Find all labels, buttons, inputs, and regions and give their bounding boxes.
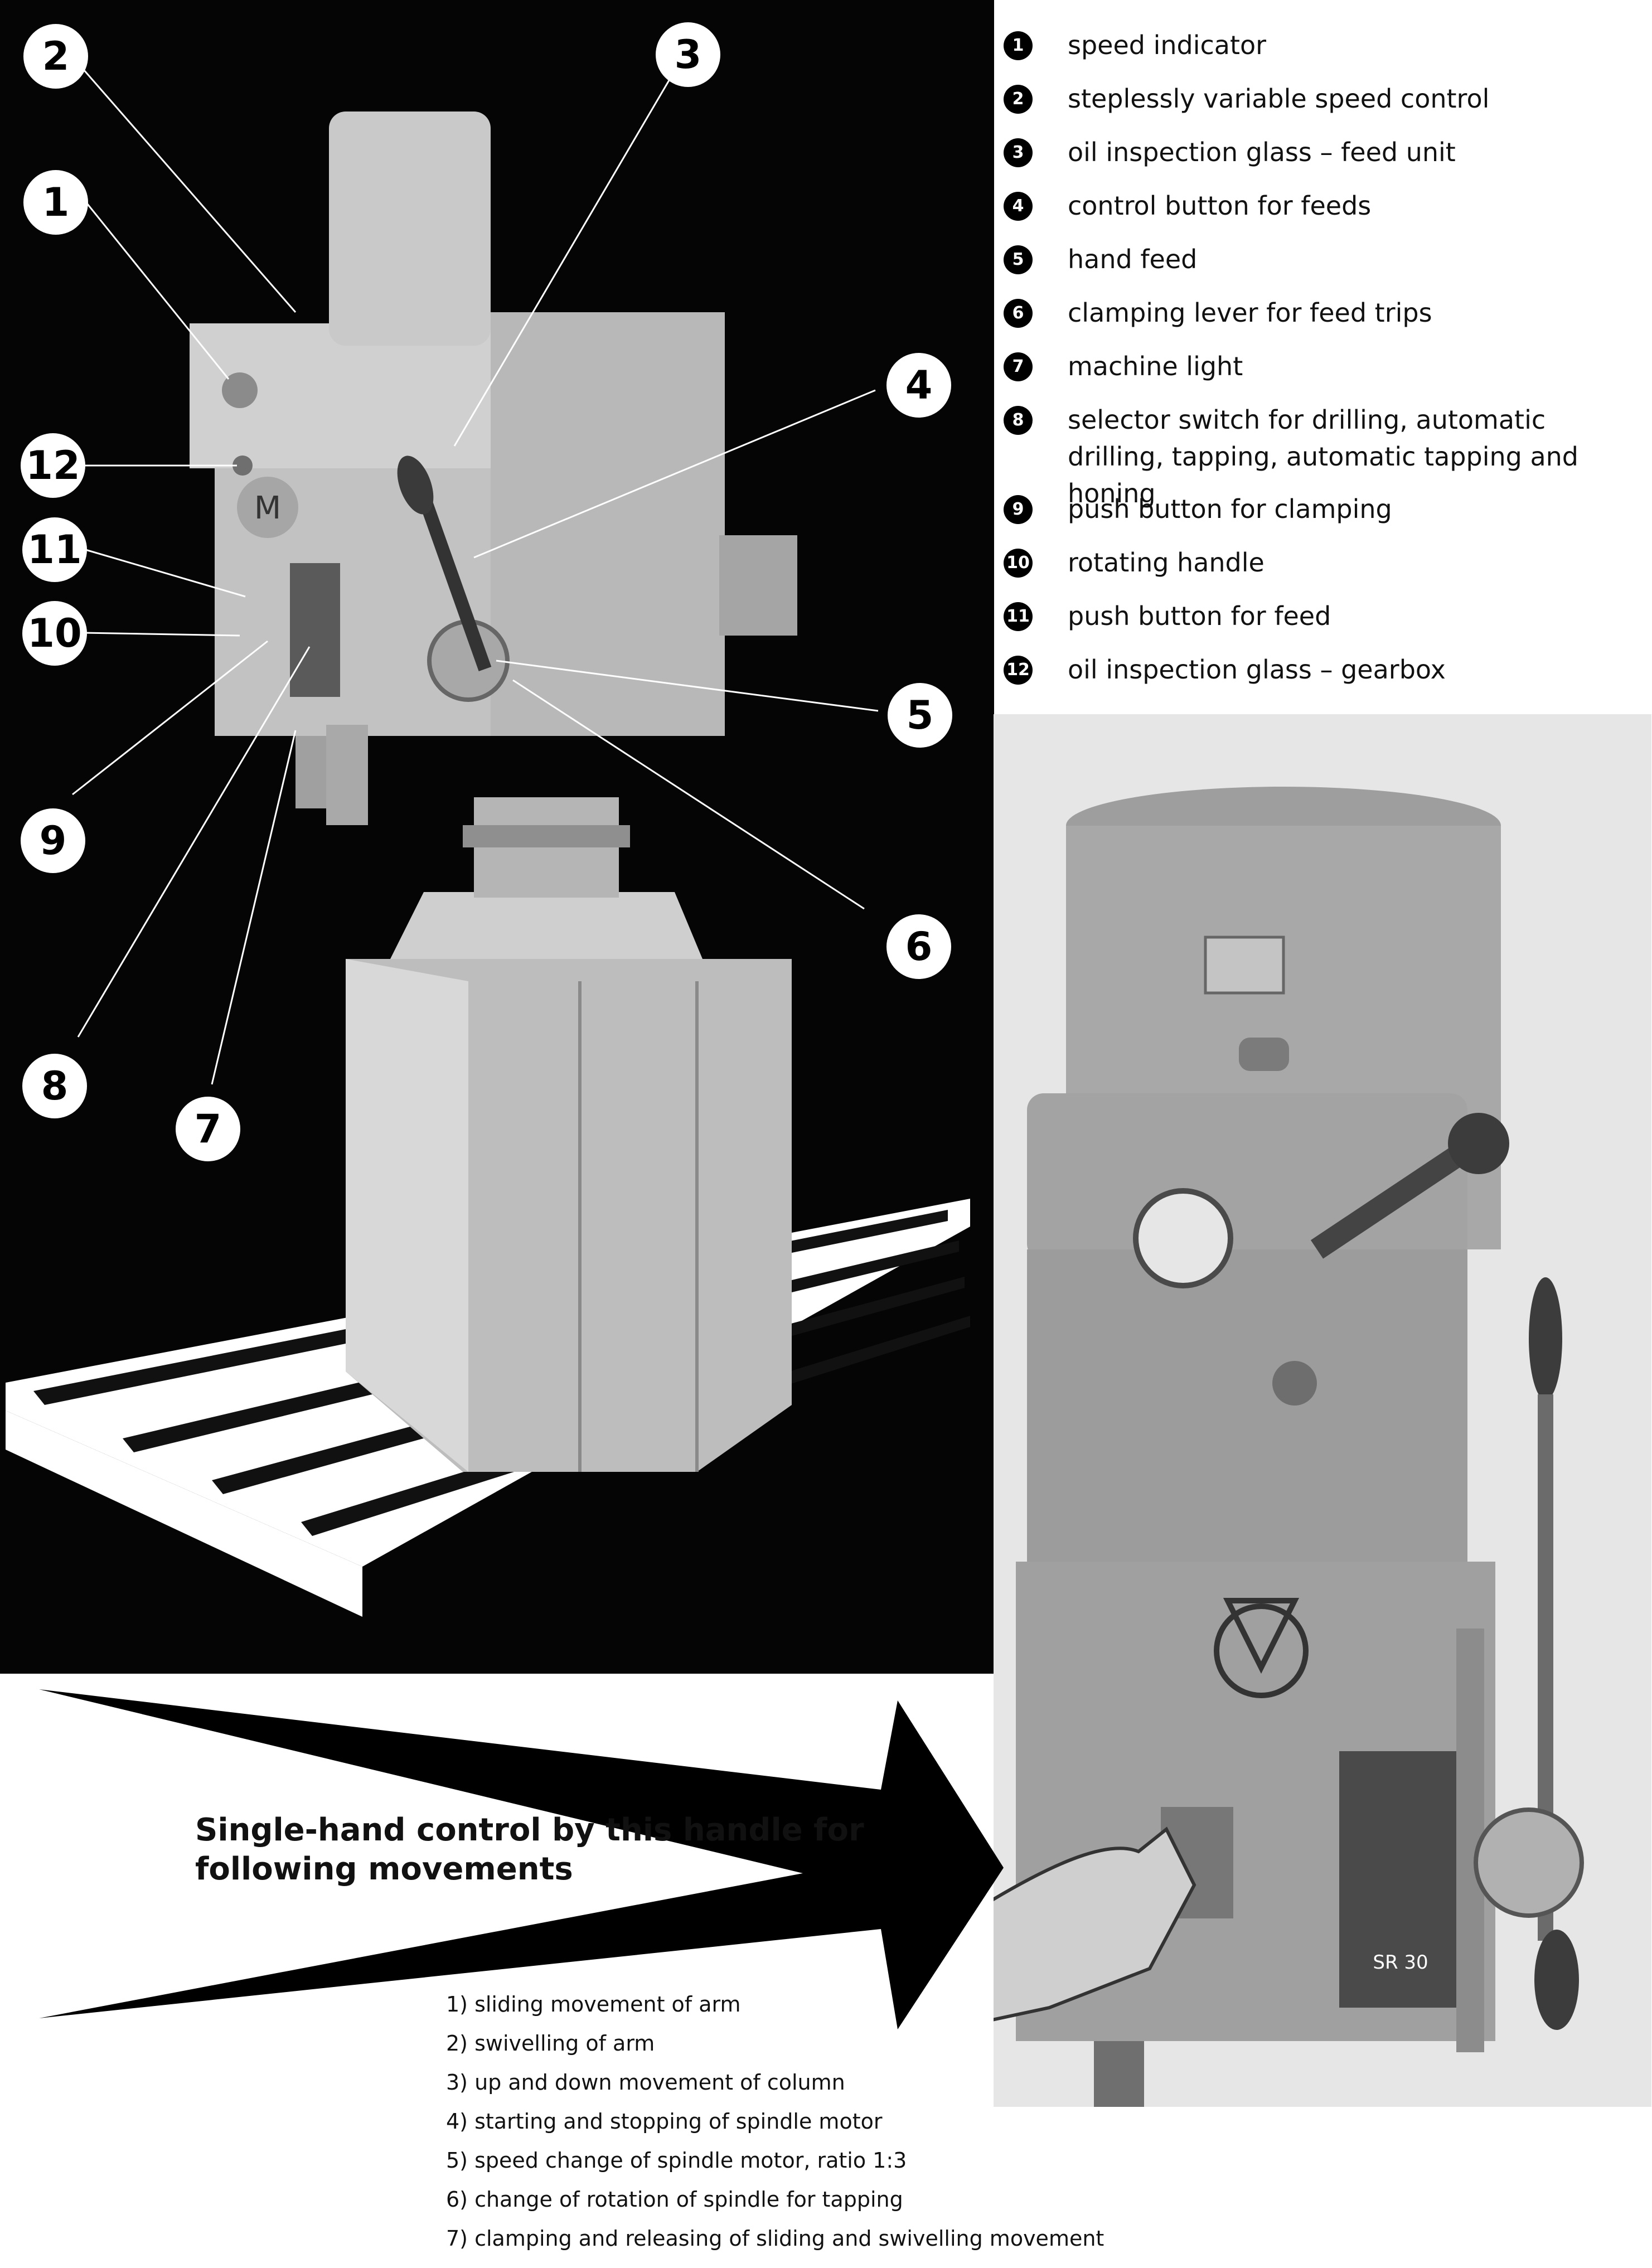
callout-11: 11 bbox=[22, 517, 87, 582]
callout-7: 7 bbox=[176, 1097, 240, 1161]
legend-item-12: 12 oil inspection glass – gearbox bbox=[1004, 651, 1645, 705]
movement-item: 6) change of rotation of spindle for tap… bbox=[446, 2187, 903, 2212]
legend-label: steplessly variable speed control bbox=[1068, 84, 1490, 114]
callout-8: 8 bbox=[22, 1054, 87, 1118]
legend-item-10: 10 rotating handle bbox=[1004, 544, 1645, 598]
movement-item: 1) sliding movement of arm bbox=[446, 1992, 741, 2017]
legend-label: push button for feed bbox=[1068, 601, 1331, 631]
legend-item-2: 2 steplessly variable speed control bbox=[1004, 80, 1645, 134]
left-machine-photo: M bbox=[0, 0, 994, 1674]
callout-5: 5 bbox=[888, 683, 952, 748]
legend-item-6: 6 clamping lever for feed trips bbox=[1004, 294, 1645, 348]
callout-2: 2 bbox=[23, 24, 88, 89]
callout-9: 9 bbox=[21, 808, 85, 873]
left-logo-mark: M bbox=[254, 490, 281, 526]
callout-10: 10 bbox=[22, 601, 87, 666]
legend-item-1: 1 speed indicator bbox=[1004, 27, 1645, 80]
callout-6: 6 bbox=[886, 914, 951, 979]
legend-label: speed indicator bbox=[1068, 30, 1267, 60]
radial-drill-illustration: M bbox=[6, 61, 970, 1617]
legend-number: 3 bbox=[1004, 138, 1033, 167]
legend-label: push button for clamping bbox=[1068, 494, 1392, 524]
right-closeup-photo: SR 30 bbox=[994, 714, 1651, 2107]
legend-number: 7 bbox=[1004, 352, 1033, 381]
legend-number: 10 bbox=[1004, 549, 1033, 578]
legend-item-8: 8 selector switch for drilling, automati… bbox=[1004, 401, 1645, 508]
movements-list: 1) sliding movement of arm 2) swivelling… bbox=[446, 1985, 1227, 2258]
movement-item: 5) speed change of spindle motor, ratio … bbox=[446, 2148, 907, 2173]
callout-3: 3 bbox=[656, 22, 720, 87]
legend-number: 6 bbox=[1004, 299, 1033, 328]
drill-head: M bbox=[190, 112, 797, 825]
legend-label: selector switch for drilling, automatic … bbox=[1068, 405, 1579, 508]
legend-number: 1 bbox=[1004, 31, 1033, 60]
movement-item: 3) up and down movement of column bbox=[446, 2070, 845, 2095]
legend-item-3: 3 oil inspection glass – feed unit bbox=[1004, 134, 1645, 187]
legend-number: 12 bbox=[1004, 656, 1033, 685]
plate-model-text: SR 30 bbox=[1373, 1951, 1428, 1974]
legend-label: machine light bbox=[1068, 351, 1243, 381]
legend-number: 9 bbox=[1004, 495, 1033, 524]
column-base bbox=[346, 797, 792, 1472]
callout-legend: 1 speed indicator 2 steplessly variable … bbox=[1004, 27, 1645, 705]
leader-lines bbox=[72, 61, 879, 1085]
legend-label: oil inspection glass – gearbox bbox=[1068, 655, 1446, 685]
callout-4: 4 bbox=[886, 353, 951, 418]
legend-number: 5 bbox=[1004, 245, 1033, 274]
callout-1: 1 bbox=[23, 170, 88, 235]
callout-12: 12 bbox=[21, 433, 85, 498]
single-hand-heading: Single-hand control by this handle for f… bbox=[195, 1812, 864, 1887]
legend-number: 11 bbox=[1004, 602, 1033, 631]
legend-item-5: 5 hand feed bbox=[1004, 241, 1645, 294]
legend-label: clamping lever for feed trips bbox=[1068, 298, 1432, 328]
movement-item: 4) starting and stopping of spindle moto… bbox=[446, 2109, 883, 2134]
legend-item-4: 4 control button for feeds bbox=[1004, 187, 1645, 241]
legend-label: hand feed bbox=[1068, 244, 1198, 274]
legend-label: oil inspection glass – feed unit bbox=[1068, 137, 1456, 167]
legend-label: control button for feeds bbox=[1068, 191, 1372, 221]
legend-item-7: 7 machine light bbox=[1004, 348, 1645, 401]
legend-item-11: 11 push button for feed bbox=[1004, 598, 1645, 651]
legend-number: 2 bbox=[1004, 85, 1033, 114]
legend-number: 8 bbox=[1004, 406, 1033, 435]
legend-item-9: 9 push button for clamping bbox=[1004, 491, 1645, 544]
movement-item: 2) swivelling of arm bbox=[446, 2031, 655, 2056]
closeup-illustration: SR 30 bbox=[994, 714, 1651, 2107]
legend-label: rotating handle bbox=[1068, 547, 1265, 578]
legend-number: 4 bbox=[1004, 192, 1033, 221]
movement-item: 7) clamping and releasing of sliding and… bbox=[446, 2226, 1104, 2251]
